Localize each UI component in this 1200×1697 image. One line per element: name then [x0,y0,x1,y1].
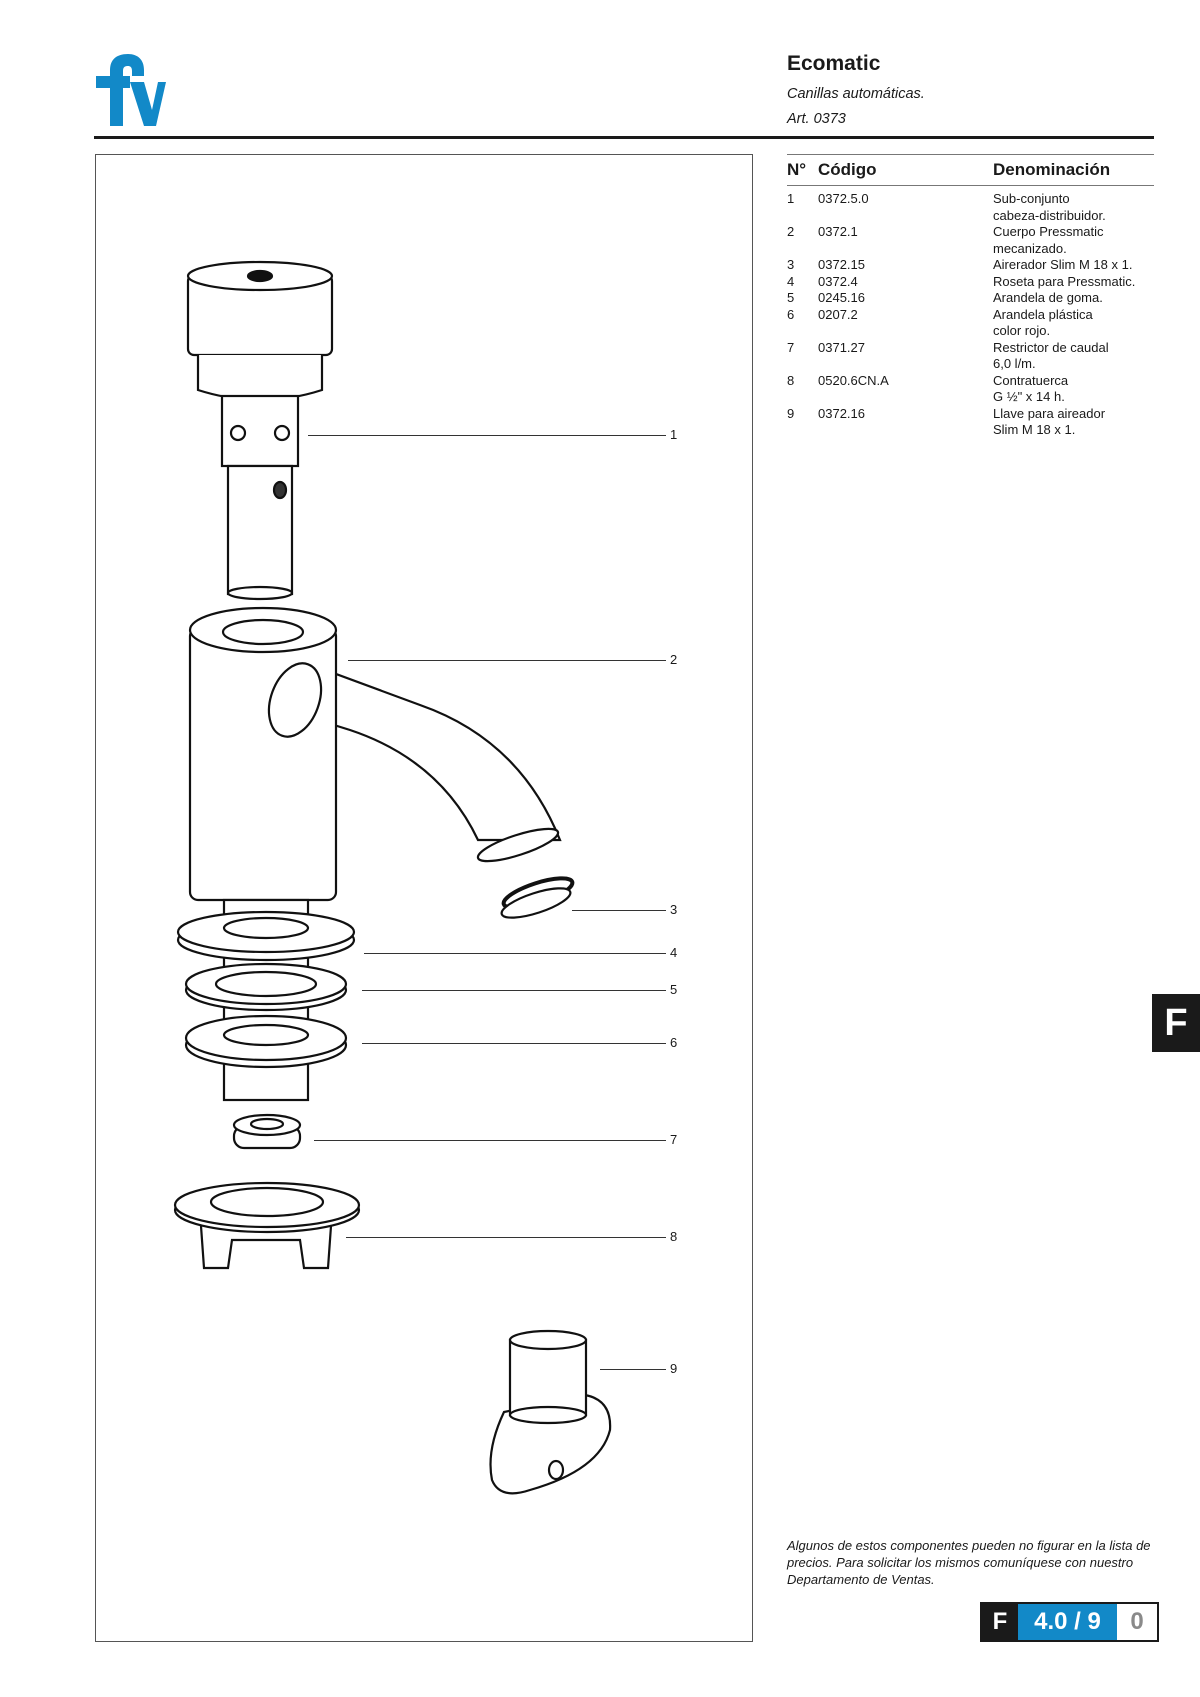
callout-line-4 [364,953,666,954]
callout-5: 5 [670,982,678,997]
description-line: Slim M 18 x 1. [993,422,1076,437]
part-1-head-distributor [186,260,334,601]
part-7-flow-restrictor [232,1113,302,1150]
article-number: Art. 0373 [787,111,846,127]
document-subtitle: Canillas automáticas. [787,86,925,102]
description-line: Cuerpo Pressmatic [993,224,1104,239]
exploded-diagram-frame [95,154,753,1642]
description-line: Arandela de goma. [993,290,1103,305]
callout-7: 7 [670,1132,678,1147]
footer-note: Algunos de estos componentes pueden no f… [787,1538,1151,1587]
part-number: 9 [787,405,795,421]
part-2-body [188,606,562,902]
description-line: Arandela plástica [993,306,1093,322]
description-line: Airerador Slim M 18 x 1. [993,257,1133,272]
description-line: Contratuerca [993,372,1069,388]
table-top-rule [787,154,1154,155]
part-number: 6 [787,306,795,322]
table-row: 5 0245.16 Arandela de goma. [787,290,1154,307]
page-badge: F 4.0 / 9 0 [980,1602,1159,1642]
part-8-locknut [173,1181,361,1270]
description-line: color rojo. [993,323,1051,338]
revision-number: 0 [1117,1604,1157,1640]
table-header: N° Código Denominación [787,155,1154,185]
part-code: 0245.16 [818,290,865,305]
header-divider [94,136,1154,139]
table-row: 4 0372.4 Roseta para Pressmatic. [787,274,1154,291]
part-description: Airerador Slim M 18 x 1. [993,257,1154,274]
callout-2: 2 [670,652,678,667]
part-number: 5 [787,290,795,305]
part-3-aerator [500,876,575,919]
callout-line-9 [600,1369,666,1370]
callout-6: 6 [670,1035,678,1050]
description-line: mecanizado. [993,240,1067,256]
part-9-aerator-key [489,1329,612,1495]
description-line: Llave para aireador [993,405,1106,421]
table-header-rule [787,185,1154,186]
callout-3: 3 [670,902,678,917]
page-number: 4.0 / 9 [1018,1604,1117,1640]
description-line: G ½" x 14 h. [993,389,1065,404]
description-line: Restrictor de caudal [993,339,1109,355]
part-number: 8 [787,372,795,388]
part-number: 1 [787,191,795,206]
exploded-view-drawing [173,260,612,1495]
callout-4: 4 [670,945,678,960]
callout-line-6 [362,1043,666,1044]
description-line: Sub-conjunto [993,191,1070,206]
callout-line-3 [572,910,666,911]
part-code: 0372.16 [818,405,865,421]
part-code: 0371.27 [818,339,865,355]
callout-9: 9 [670,1361,678,1376]
section-letter: F [982,1604,1018,1640]
section-side-tab[interactable]: F [1152,994,1200,1052]
part-number: 7 [787,339,795,355]
part-code: 0372.1 [818,224,858,239]
table-row: 3 0372.15 Airerador Slim M 18 x 1. [787,257,1154,274]
callout-line-7 [314,1140,666,1141]
callout-line-5 [362,990,666,991]
part-description: Arandela de goma. [993,290,1154,307]
document-title: Ecomatic [787,52,881,75]
part-code: 0372.15 [818,257,865,272]
callout-line-8 [346,1237,666,1238]
fv-logo [94,54,166,126]
header-number: N° [787,160,807,179]
callout-line-2 [348,660,666,661]
header-description: Denominación [993,160,1111,179]
part-code: 0207.2 [818,306,858,322]
description-line: cabeza-distribuidor. [993,207,1106,223]
callout-line-1 [308,435,666,436]
header-code: Código [818,160,877,179]
parts-table: N° Código Denominación 1 0372.5.0 Sub-conj… [787,154,1154,439]
description-line: Roseta para Pressmatic. [993,273,1136,289]
description-line: 6,0 l/m. [993,356,1036,371]
part-number: 3 [787,257,795,272]
part-code: 0520.6CN.A [818,372,889,388]
part-code: 0372.4 [818,273,858,289]
part-number: 2 [787,224,795,239]
part-number: 4 [787,273,795,289]
part-code: 0372.5.0 [818,191,869,206]
part-description: Roseta para Pressmatic. [993,274,1154,291]
callout-1: 1 [670,427,678,442]
callout-8: 8 [670,1229,678,1244]
fv-logo-icon [96,54,166,126]
